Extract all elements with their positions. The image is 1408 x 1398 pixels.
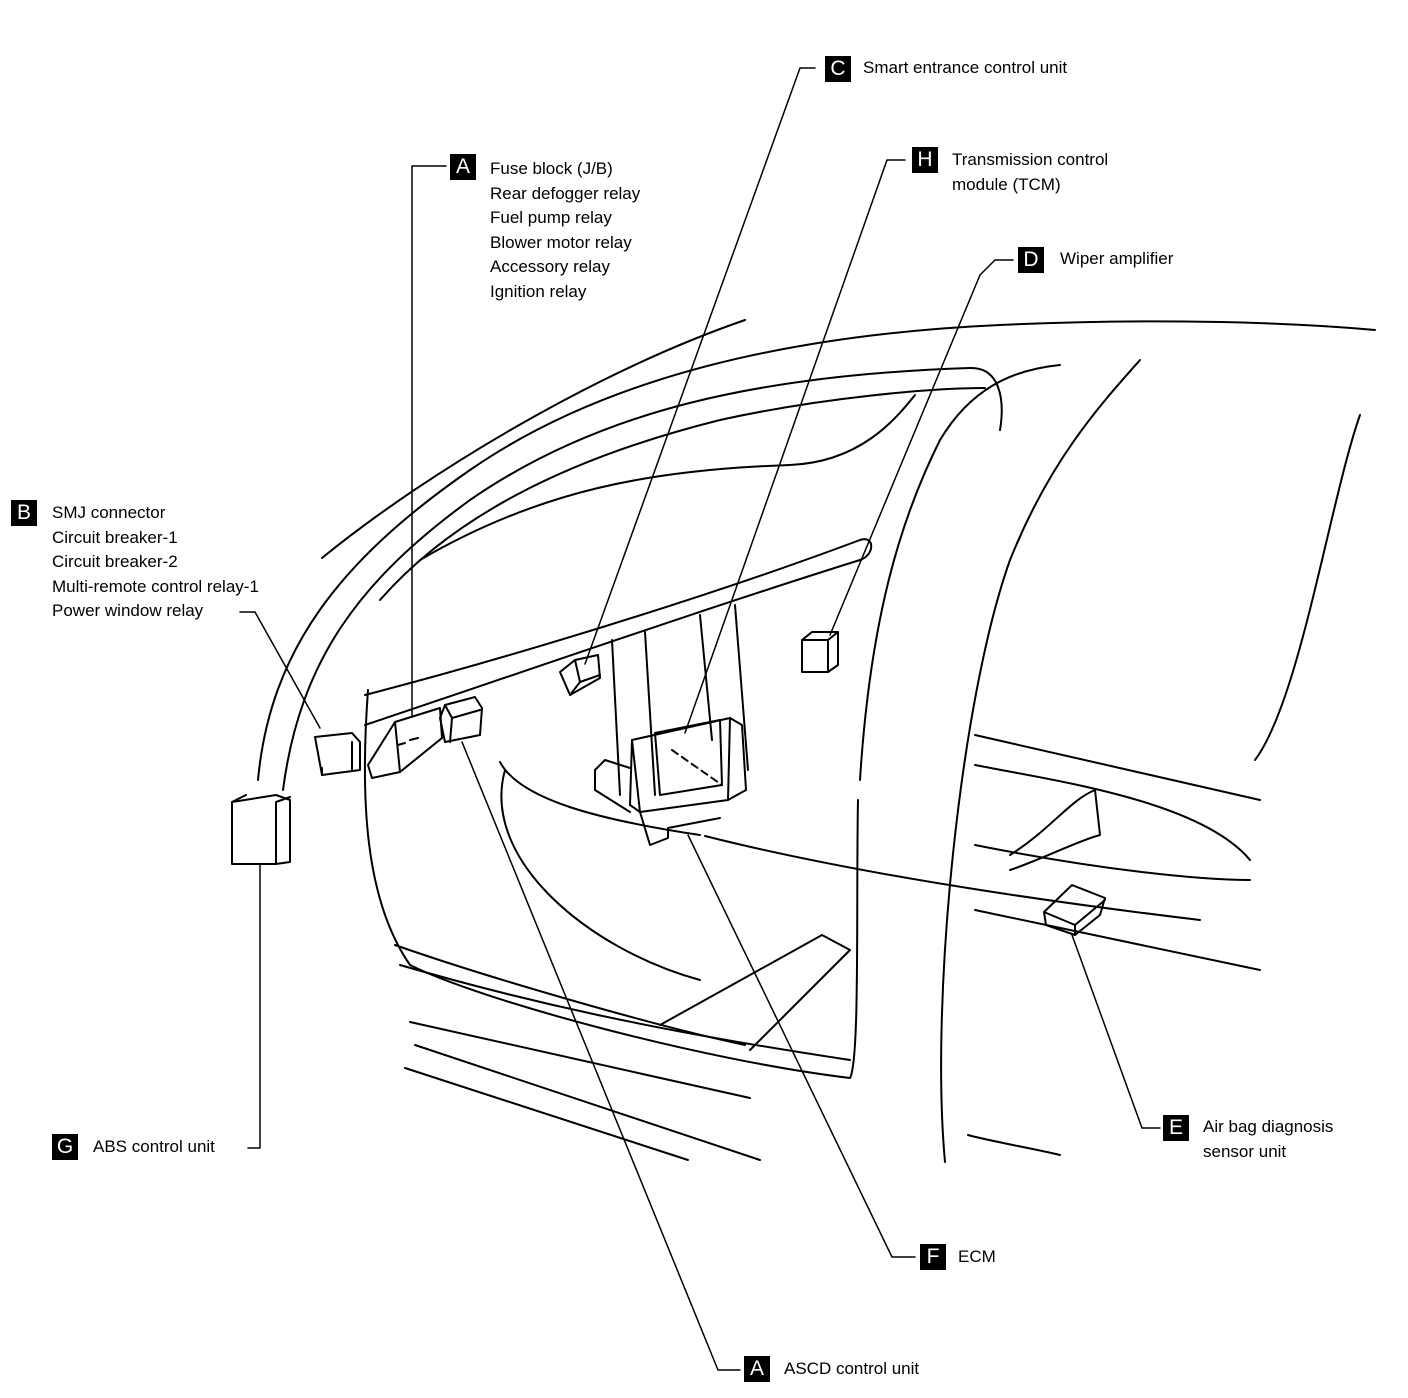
leader-lines <box>239 67 1161 1371</box>
callout-badge-d: D <box>1018 247 1044 273</box>
callout-badge-g: G <box>52 1134 78 1160</box>
door-opening <box>363 359 1361 1163</box>
callout-line: Air bag diagnosis <box>1203 1117 1334 1136</box>
air-bag-sensor-box <box>1043 884 1106 936</box>
callout-line: Power window relay <box>52 601 204 620</box>
ascd-control-unit-box <box>439 696 483 743</box>
windshield-frame <box>257 319 1376 791</box>
callout-line: Smart entrance control unit <box>863 58 1068 77</box>
callout-line: Blower motor relay <box>490 232 632 252</box>
callout-text-b: SMJ connector Circuit breaker-1 Circuit … <box>52 501 259 624</box>
abs-control-unit-box <box>231 794 291 865</box>
callout-line: Accessory relay <box>490 257 610 276</box>
callout-badge-a: A <box>450 154 476 180</box>
callout-text-c: Smart entrance control unit <box>863 56 1067 81</box>
callout-line: ECM <box>958 1247 996 1266</box>
floor-lines <box>404 734 1261 1161</box>
callout-badge-c: C <box>825 56 851 82</box>
callout-text-a-top: Fuse block (J/B) Rear defogger relay Fue… <box>490 157 640 304</box>
smj-connector-box <box>314 732 361 776</box>
callout-line: Rear defogger relay <box>490 183 641 203</box>
callout-line: Transmission control <box>952 150 1109 169</box>
callout-line: Multi-remote control relay-1 <box>52 576 259 596</box>
wiper-amplifier-box <box>801 631 839 673</box>
callout-line: SMJ connector <box>52 503 166 522</box>
callout-line: sensor unit <box>1203 1141 1287 1161</box>
callout-line: Fuse block (J/B) <box>490 159 613 178</box>
callout-line: ABS control unit <box>93 1137 215 1156</box>
smart-entrance-unit-box <box>559 654 601 696</box>
callout-text-e: Air bag diagnosis sensor unit <box>1203 1115 1333 1164</box>
callout-line: Ignition relay <box>490 281 587 301</box>
callout-line: Circuit breaker-2 <box>52 552 178 571</box>
callout-text-a-bottom: ASCD control unit <box>784 1357 919 1382</box>
callout-badge-f: F <box>920 1244 946 1270</box>
callout-text-h: Transmission control module (TCM) <box>952 148 1108 197</box>
callout-badge-b: B <box>11 500 37 526</box>
callout-line: module (TCM) <box>952 174 1061 194</box>
callout-text-g: ABS control unit <box>93 1135 215 1160</box>
callout-text-d: Wiper amplifier <box>1060 247 1173 272</box>
callout-text-f: ECM <box>958 1245 996 1270</box>
callout-line: Wiper amplifier <box>1060 249 1174 268</box>
callout-line: ASCD control unit <box>784 1359 920 1378</box>
callout-badge-h: H <box>912 147 938 173</box>
tcm-and-ecm-box <box>594 717 747 846</box>
callout-line: Circuit breaker-1 <box>52 527 178 547</box>
dashboard <box>364 538 1201 1061</box>
fuse-block-box <box>367 707 443 779</box>
callout-badge-a-bottom: A <box>744 1356 770 1382</box>
callout-line: Fuel pump relay <box>490 208 612 227</box>
callout-badge-e: E <box>1163 1115 1189 1141</box>
